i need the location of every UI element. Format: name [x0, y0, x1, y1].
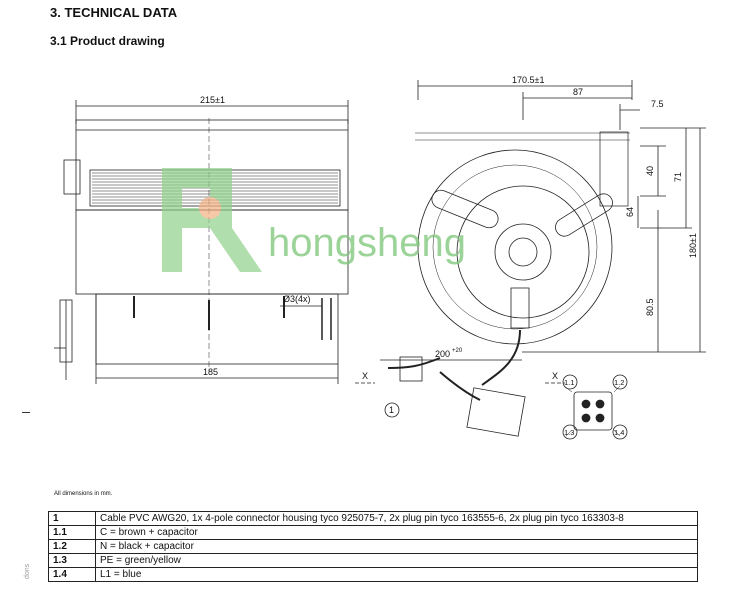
cable-gland	[510, 287, 530, 329]
motor-hub	[494, 223, 552, 281]
table-value: N = black + capacitor	[95, 539, 698, 554]
callout-1-marker	[384, 402, 400, 418]
dim-80-5: 80.5	[645, 298, 655, 316]
axis-x-right: X	[552, 371, 558, 381]
connector-housing	[466, 387, 526, 437]
units-note: All dimensions in mm.	[54, 491, 113, 497]
margin-text: dons	[24, 563, 31, 579]
mounting-arm-left	[431, 189, 499, 229]
table-row: 1.4 L1 = blue	[48, 567, 698, 582]
dim-40: 40	[645, 166, 655, 176]
table-value: Cable PVC AWG20, 1x 4-pole connector hou…	[95, 511, 698, 526]
table-row: 1 Cable PVC AWG20, 1x 4-pole connector h…	[48, 511, 698, 526]
table-value: C = brown + capacitor	[95, 525, 698, 540]
subsection-title: 3.1 Product drawing	[50, 34, 165, 48]
mounting-arm-right	[555, 193, 613, 237]
motor-plate	[456, 185, 590, 319]
watermark-text: hongsheng	[268, 221, 466, 265]
product-drawing: hongsheng 215±1 185 Ø3(4x) 170.5±1 87 7.…	[54, 75, 706, 440]
table-key: 1.3	[48, 553, 96, 568]
legend-table: 1 Cable PVC AWG20, 1x 4-pole connector h…	[48, 511, 698, 582]
table-row: 1.2 N = black + capacitor	[48, 539, 698, 554]
table-key: 1	[48, 511, 96, 526]
scroll-housing	[417, 149, 613, 345]
section-title: 3. TECHNICAL DATA	[50, 5, 178, 20]
table-key: 1.1	[48, 525, 96, 540]
margin-dash	[22, 412, 30, 413]
dim-holes: Ø3(4x)	[283, 294, 311, 304]
pin-1-2-label: 1.2	[614, 378, 624, 387]
table-key: 1.4	[48, 567, 96, 582]
dim-width-total: 215±1	[200, 95, 225, 105]
callout-1: 1	[389, 405, 394, 415]
pin-1-3-marker	[562, 424, 578, 440]
connector-face	[573, 391, 613, 431]
table-value: PE = green/yellow	[95, 553, 698, 568]
table-row: 1.3 PE = green/yellow	[48, 553, 698, 568]
dim-length-185: 185	[203, 367, 218, 377]
pin-1-4-label: 1.4	[614, 428, 624, 437]
cable-end	[399, 356, 423, 382]
dim-width-front: 170.5±1	[512, 75, 544, 85]
dim-87: 87	[573, 87, 583, 97]
watermark-logo	[162, 168, 262, 272]
dim-64: 64	[625, 207, 635, 217]
pin-1-1-label: 1.1	[564, 378, 574, 387]
dim-height-total: 180±1	[688, 233, 698, 258]
pin-1-3-label: 1.3	[564, 428, 574, 437]
table-row: 1.1 C = brown + capacitor	[48, 525, 698, 540]
pin-1-4-marker	[612, 424, 628, 440]
dim-7-5: 7.5	[651, 99, 664, 109]
pin-1-2-marker	[612, 374, 628, 390]
dim-cable-tolerance: +20	[452, 348, 463, 354]
dim-cable-length: 200	[435, 349, 450, 359]
table-key: 1.2	[48, 539, 96, 554]
dim-71: 71	[673, 172, 683, 182]
axis-x-left: X	[362, 371, 368, 381]
motor-lower	[95, 293, 339, 365]
pin-1-1-marker	[562, 374, 578, 390]
table-value: L1 = blue	[95, 567, 698, 582]
